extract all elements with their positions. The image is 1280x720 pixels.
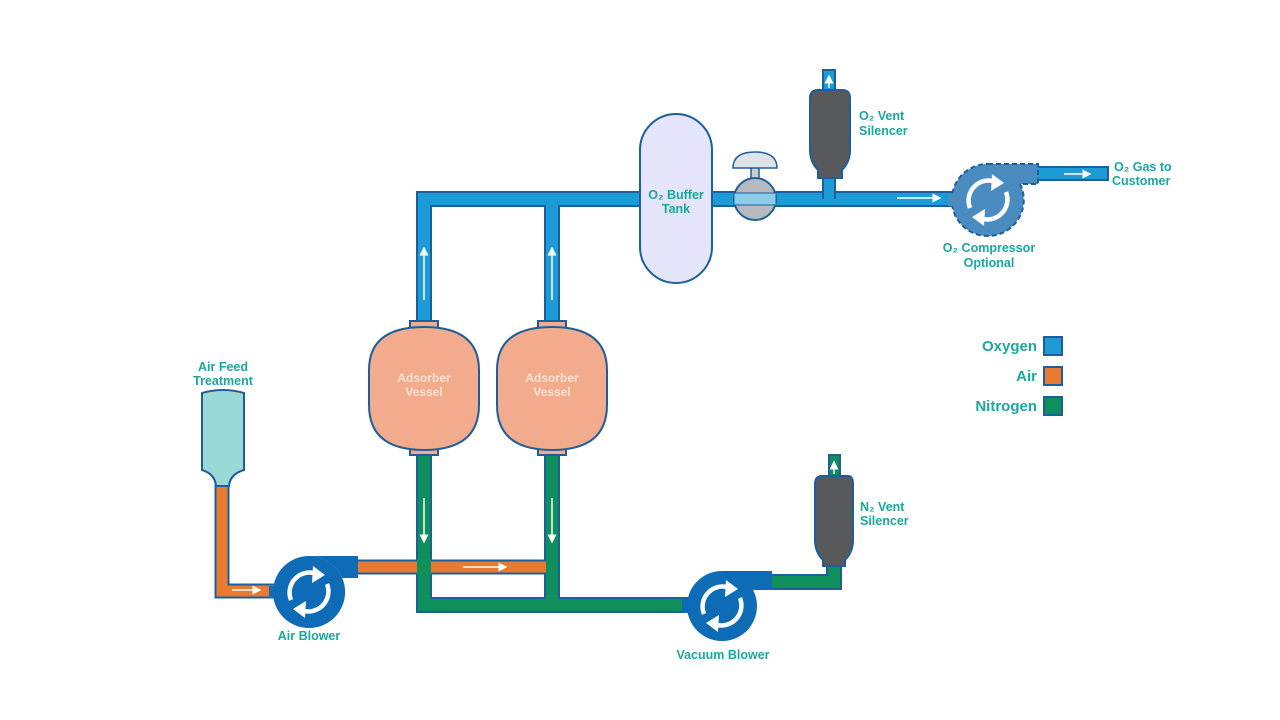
legend-label-air: Air <box>1016 368 1037 385</box>
oxygen-pipes <box>416 69 1109 322</box>
air-feed-treatment-tank <box>201 389 245 487</box>
vacuum-blower-label: Vacuum Blower <box>676 648 769 662</box>
nitrogen-pipe-vent <box>760 560 840 588</box>
air-pipes <box>214 485 546 599</box>
o2-vent-silencer <box>809 89 851 179</box>
o2-compressor <box>948 162 1039 237</box>
vacuum-blower <box>682 571 772 641</box>
blower-icon <box>950 162 1039 237</box>
air-blower <box>269 556 358 628</box>
air-pipe-feed <box>216 485 278 597</box>
legend-swatch-oxygen <box>1043 336 1063 356</box>
nitrogen-pipe-collector <box>418 452 700 611</box>
legend-label-nitrogen: Nitrogen <box>975 398 1037 415</box>
o2-buffer-tank <box>639 113 713 284</box>
air-blower-label: Air Blower <box>278 629 341 643</box>
n2-vent-silencer <box>814 475 854 567</box>
legend-label-oxygen: Oxygen <box>982 338 1037 355</box>
valve-icon <box>732 151 778 221</box>
legend-swatch-nitrogen <box>1043 396 1063 416</box>
nitrogen-pipes <box>416 452 842 613</box>
legend: Oxygen Air Nitrogen <box>975 336 1063 416</box>
legend-swatch-air <box>1043 366 1063 386</box>
